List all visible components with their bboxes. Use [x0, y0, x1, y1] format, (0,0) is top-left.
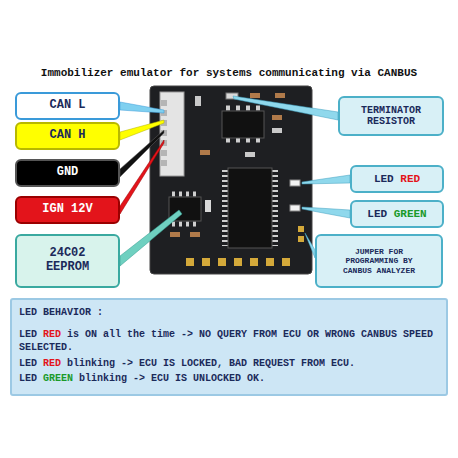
wire-callout: CAN H: [15, 122, 120, 150]
callout-label: 24C02 EEPROM: [37, 247, 99, 275]
smd-part: [190, 232, 200, 237]
leader-wedge: [233, 96, 338, 120]
led: [290, 180, 300, 186]
gold-pads: [186, 258, 296, 266]
chip-callout: 24C02 EEPROM: [15, 234, 120, 288]
text-line: GND: [57, 166, 79, 180]
leader-wedge: [120, 140, 164, 214]
callout-label: LED: [374, 173, 394, 185]
smd-part: [272, 128, 282, 133]
panel-heading: LED BEHAVIOR :: [19, 307, 103, 318]
chip-pins: [272, 170, 278, 246]
crystal: [205, 200, 211, 212]
callout-label: GREEN: [394, 208, 427, 220]
callout-label: GND: [57, 165, 79, 179]
text-line: LED GREEN: [367, 208, 426, 221]
led-callout: LED GREEN: [350, 200, 444, 228]
text-line: LED BEHAVIOR :: [19, 306, 439, 320]
legend-text: blinking -> ECU IS LOCKED, BAD REQUEST F…: [67, 358, 355, 369]
smd-part: [195, 96, 201, 106]
text-line: LED RED: [374, 173, 420, 186]
jumper-pad: [298, 226, 304, 232]
pcb-board: [150, 86, 312, 274]
legend-panel: LED BEHAVIOR :LEDREDis ON all the time -…: [10, 298, 448, 396]
text-line: LED RED blinking -> ECU IS LOCKED, BAD REQ…: [19, 357, 439, 371]
wire-callout: CAN L: [15, 92, 120, 120]
text-line: TERMINATOR RESISTOR: [349, 105, 433, 128]
smd-part: [272, 115, 282, 120]
leader-wedge: [305, 233, 315, 258]
callout-label: LED: [367, 208, 387, 220]
text-line: 24C02 EEPROM: [37, 247, 99, 275]
legend-text: blinking -> ECU IS UNLOCKED OK.: [79, 373, 265, 384]
callout-label: RED: [400, 173, 420, 185]
leader-wedge: [120, 102, 164, 113]
wire-connector: [160, 92, 184, 176]
led: [290, 205, 300, 211]
legend-text: LED: [19, 358, 37, 369]
text-line: JUMPER FOR PROGRAMMING BY CANBUS ANALYZE…: [342, 247, 416, 275]
callout-label: TERMINATOR RESISTOR: [349, 105, 433, 128]
legend-text: is ON all the time -> NO QUERY FROM ECU …: [19, 329, 433, 354]
legend-text: RED: [43, 329, 61, 340]
smd-part: [245, 152, 255, 157]
smd-part: [200, 150, 210, 155]
wire-callout: IGN 12V: [15, 196, 120, 224]
smd-part: [250, 93, 260, 98]
callout-label: CAN L: [49, 98, 85, 112]
smd-part: [170, 232, 180, 237]
led-callout: LED RED: [350, 165, 444, 193]
text-line: CAN H: [49, 129, 85, 143]
part-callout: TERMINATOR RESISTOR: [338, 96, 444, 136]
callout-label: IGN 12V: [42, 202, 92, 216]
wire-callout: GND: [15, 159, 120, 187]
text-line: IGN 12V: [42, 203, 92, 217]
chip-pins: [172, 192, 198, 197]
chip-pins: [222, 170, 228, 246]
callout-label: CAN H: [49, 128, 85, 142]
leader-wedge: [302, 175, 350, 184]
legend-text: LED: [19, 329, 37, 340]
smd-part: [275, 93, 285, 98]
text-line: CAN L: [49, 99, 85, 113]
leader-wedge: [120, 210, 182, 266]
part-callout: JUMPER FOR PROGRAMMING BY CANBUS ANALYZE…: [315, 234, 443, 288]
microcontroller: [228, 168, 272, 248]
text-line: LED REDis ON all the time -> NO QUERY FRO…: [19, 328, 439, 355]
chip-pins: [226, 106, 262, 111]
chip-pins: [172, 222, 198, 227]
leader-wedge: [302, 207, 350, 218]
chip: [222, 111, 264, 138]
legend-text: RED: [43, 358, 61, 369]
legend-text: LED: [19, 373, 37, 384]
callout-label: JUMPER FOR PROGRAMMING BY CANBUS ANALYZE…: [342, 247, 416, 275]
text-line: LED GREEN blinking -> ECU IS UNLOCKED OK.: [19, 372, 439, 386]
diagram-title: Immobilizer emulator for systems communi…: [0, 67, 458, 79]
jumper-pad: [298, 236, 304, 242]
legend-text: GREEN: [43, 373, 73, 384]
